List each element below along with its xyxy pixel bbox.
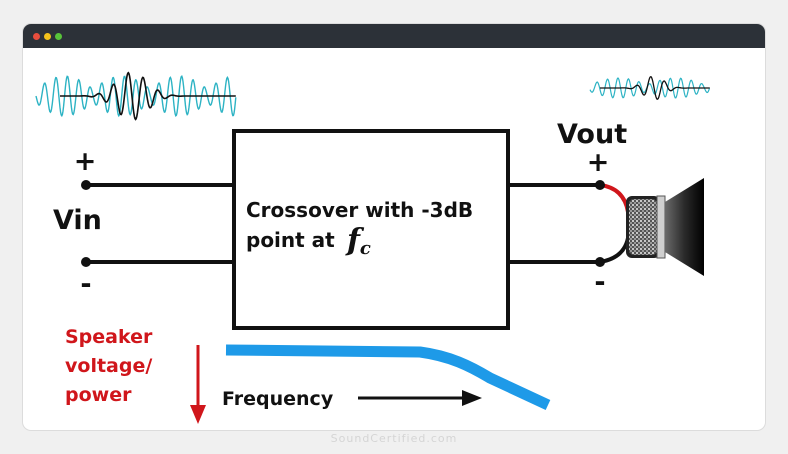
input-label: Vin — [53, 205, 102, 236]
output-minus-label: - — [594, 267, 605, 298]
maximize-dot-icon — [55, 33, 62, 40]
input-minus-label: - — [80, 269, 91, 300]
output-waveform-icon — [589, 75, 710, 100]
response-curve — [225, 344, 551, 410]
output-plus-terminal — [595, 180, 605, 190]
output-plus-label: + — [587, 147, 610, 178]
minimize-dot-icon — [44, 33, 51, 40]
speaker-icon — [626, 178, 704, 276]
y-label-line2: voltage/ — [65, 355, 152, 377]
input-minus-terminal — [81, 257, 91, 267]
output-label: Vout — [557, 119, 627, 150]
watermark: SoundCertified.com — [330, 432, 458, 445]
close-dot-icon — [33, 33, 40, 40]
down-arrow-icon — [190, 345, 206, 424]
speaker-minus-lead — [599, 237, 630, 264]
input-plus-label: + — [74, 146, 97, 177]
crossover-label-line1: Crossover with -3dB — [246, 198, 473, 222]
x-label: Frequency — [222, 388, 334, 410]
crossover-label-line2: point at — [246, 228, 335, 252]
title-bar — [23, 24, 765, 48]
input-waveform-icon — [35, 71, 237, 121]
right-arrow-icon — [358, 390, 482, 406]
input-plus-terminal — [81, 180, 91, 190]
crossover-box — [232, 129, 510, 330]
output-minus-terminal — [595, 257, 605, 267]
y-label-line1: Speaker — [65, 326, 153, 348]
fc-subscript: c — [360, 238, 371, 259]
y-label-line3: power — [65, 384, 132, 406]
speaker-plus-lead — [599, 183, 630, 213]
